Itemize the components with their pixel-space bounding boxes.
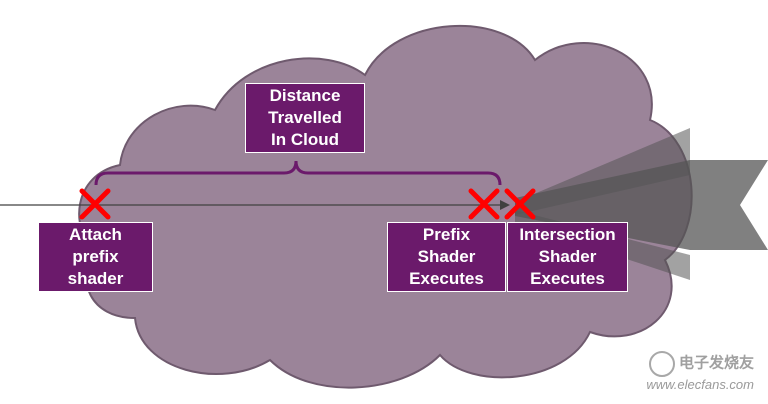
watermark-site-text: www.elecfans.com <box>646 377 754 392</box>
watermark-chinese-text: 电子发烧友 <box>678 354 754 372</box>
ray-arrowhead <box>500 200 510 210</box>
distance-bracket <box>94 160 502 186</box>
watermark-logo-icon <box>648 351 675 377</box>
attach-prefix-shader-label: Attach prefix shader <box>38 222 153 292</box>
cross-mark-icon <box>79 188 111 220</box>
cross-mark-icon <box>468 188 500 220</box>
prefix-shader-executes-label: Prefix Shader Executes <box>387 222 506 292</box>
cross-mark-icon <box>504 188 536 220</box>
distance-travelled-label: Distance Travelled In Cloud <box>245 83 365 153</box>
watermark: 电子发烧友 www.elecfans.com <box>646 351 754 392</box>
intersection-shader-executes-label: Intersection Shader Executes <box>507 222 628 292</box>
